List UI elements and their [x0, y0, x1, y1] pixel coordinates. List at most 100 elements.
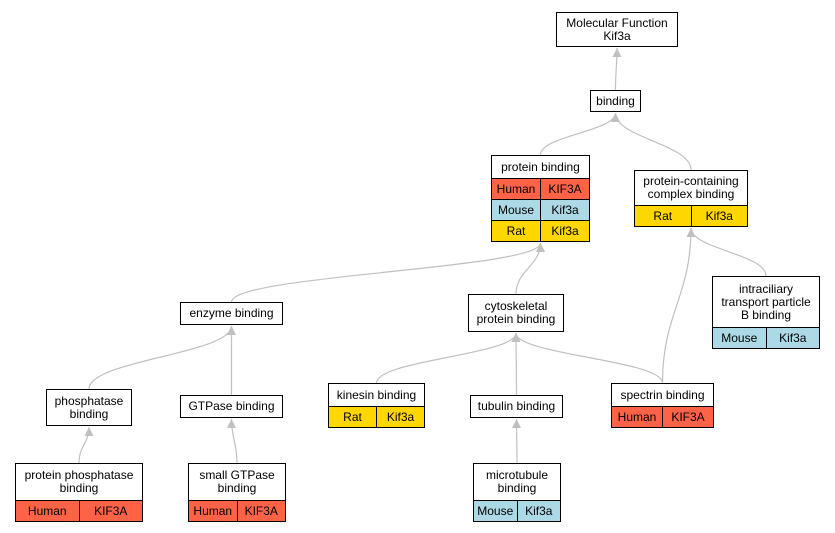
- edge-cyto-to-protein-binding: [515, 242, 545, 295]
- gene-cell: Kif3a: [376, 407, 424, 427]
- gene-cell: KIF3A: [540, 179, 589, 199]
- gene-cell: KIF3A: [236, 501, 286, 521]
- term-label: binding: [591, 91, 640, 111]
- term-label-line: binding: [596, 93, 635, 108]
- term-label-line: cytoskeletal: [484, 299, 548, 313]
- edge-sgtp-to-gtpase: [227, 418, 238, 464]
- species-cell: Human: [27, 504, 67, 518]
- term-label: GTPase binding: [181, 396, 282, 417]
- edge-spectrin-to-pccb: [661, 227, 696, 384]
- gene-cell: Kif3a: [690, 206, 748, 226]
- species-cell: Rat: [506, 224, 526, 238]
- term-label-line: protein binding: [501, 159, 580, 174]
- species-cell: Human: [617, 410, 657, 424]
- go-term-tubulin: tubulin binding: [470, 395, 563, 418]
- go-term-enzyme: enzyme binding: [180, 302, 283, 325]
- species-cell: Mouse: [477, 504, 514, 518]
- annotation-row: Rat Kif3a: [329, 406, 424, 427]
- gene-cell: Kif3a: [540, 200, 589, 220]
- annotation-row: Human KIF3A: [16, 500, 142, 521]
- term-label-line: microtubule: [485, 468, 549, 482]
- term-label-line: enzyme binding: [189, 306, 274, 320]
- species-cell: Mouse: [497, 203, 535, 217]
- annotation-row: Mouse Kif3a: [713, 327, 819, 348]
- term-label-line: binding: [497, 481, 537, 495]
- term-label-line: phosphatase: [54, 393, 124, 408]
- edge-pccb-to-binding: [611, 112, 692, 171]
- term-label-line: protein phosphatase: [24, 468, 134, 482]
- term-label-line: Kif3a: [603, 28, 631, 43]
- term-label: kinesin binding: [329, 384, 424, 406]
- edge-micro-to-tubulin: [512, 418, 522, 464]
- edge-tubulin-to-cyto: [511, 332, 521, 396]
- edge-enzyme-to-protein-binding: [230, 242, 545, 303]
- edge-itpb-to-pccb: [686, 227, 767, 277]
- term-label-line: protein-containing: [643, 174, 739, 188]
- term-label-line: intraciliary: [738, 281, 793, 296]
- term-label-line: small GTPase: [199, 468, 275, 482]
- edge-binding-to-mf: [612, 47, 622, 91]
- term-label-line: complex binding: [647, 187, 735, 201]
- gene-cell: KIF3A: [78, 501, 143, 521]
- edge-ppb-to-phos: [78, 426, 94, 464]
- term-label: tubulin binding: [471, 396, 562, 417]
- term-label-line: binding: [69, 406, 109, 421]
- gene-cell: Kif3a: [765, 328, 820, 348]
- annotation-row: Human KIF3A: [612, 406, 713, 427]
- term-label: enzyme binding: [181, 303, 282, 324]
- species-cell: Human: [496, 182, 536, 196]
- term-label-line: binding: [217, 481, 257, 495]
- gene-cell: Kif3a: [540, 221, 589, 241]
- term-label-line: transport particle: [721, 294, 811, 309]
- go-term-gtpase: GTPase binding: [180, 395, 283, 418]
- species-cell: Rat: [653, 209, 673, 223]
- gene-cell: Kif3a: [516, 501, 561, 521]
- species-cell: Human: [193, 504, 233, 518]
- annotation-row: Rat Kif3a: [635, 205, 747, 226]
- edge-spectrin-to-cyto: [511, 332, 664, 384]
- annotation-row: Rat Kif3a: [492, 220, 589, 241]
- term-label-line: binding: [59, 481, 99, 495]
- annotation-row: Mouse Kif3a: [492, 199, 589, 220]
- term-label: protein binding: [492, 156, 589, 178]
- species-cell: Mouse: [721, 331, 758, 345]
- species-cell: Rat: [343, 410, 362, 424]
- term-label-line: protein binding: [476, 312, 556, 326]
- term-label-line: kinesin binding: [336, 387, 417, 402]
- go-term-binding: binding: [590, 90, 641, 112]
- term-label-line: tubulin binding: [477, 399, 556, 413]
- edge-phos-to-enzyme: [88, 325, 236, 390]
- term-label: spectrin binding: [612, 384, 713, 406]
- term-label-line: Molecular Function: [566, 15, 668, 30]
- term-label-line: B binding: [740, 307, 792, 322]
- annotation-row: Human KIF3A: [492, 178, 589, 199]
- term-label-line: spectrin binding: [620, 387, 705, 402]
- edge-protein-binding-to-binding: [539, 112, 620, 156]
- term-label-line: GTPase binding: [188, 399, 275, 413]
- gene-cell: KIF3A: [662, 407, 713, 427]
- edge-kinesin-to-cyto: [375, 332, 521, 384]
